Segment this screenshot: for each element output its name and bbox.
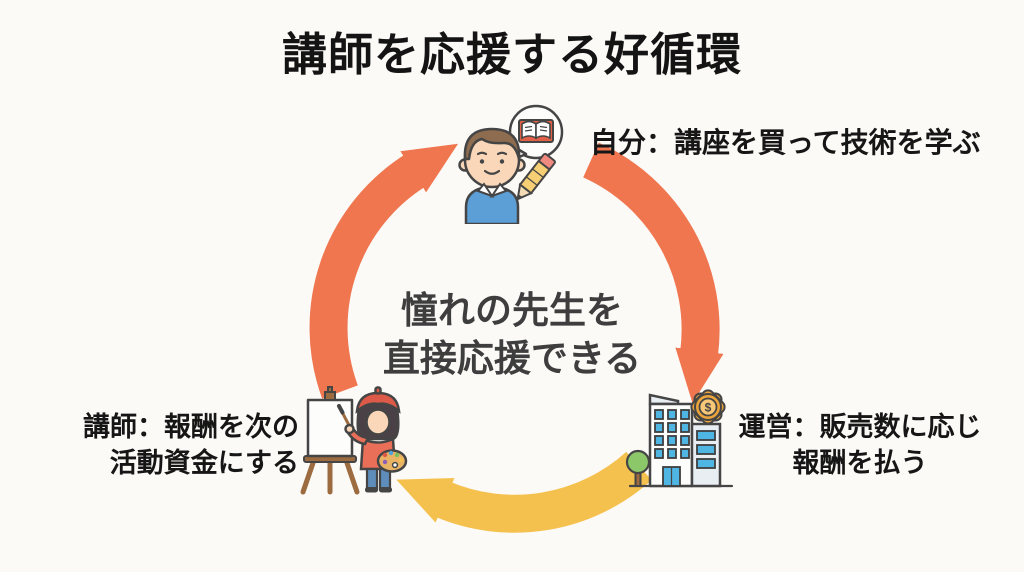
label-operator: 運営：販売数に応じ 報酬を払う <box>722 409 998 481</box>
label-instructor-line2: 活動資金にする <box>109 448 299 478</box>
label-operator-line1: 運営：販売数に応じ <box>738 412 982 442</box>
painter-at-easel-icon <box>296 386 410 501</box>
center-message-line2: 直接応援できる <box>382 338 642 379</box>
arrow-instructor-to-self <box>309 143 459 399</box>
center-message: 憧れの先生を 直接応援できる <box>310 287 714 383</box>
label-instructor-line1: 講師：報酬を次の <box>83 412 299 442</box>
svg-text:$: $ <box>705 401 712 415</box>
label-operator-line2: 報酬を払う <box>792 448 928 478</box>
arrow-operator-to-instructor <box>396 451 652 533</box>
arrow-self-to-operator <box>582 142 724 404</box>
label-instructor: 講師：報酬を次の 活動資金にする <box>55 409 299 481</box>
student-with-speech-bubble-book-and-pencil-icon <box>452 102 578 229</box>
page-title: 講師を応援する好循環 <box>281 29 742 80</box>
office-building-with-dollar-gear-icon: $ <box>624 388 738 503</box>
label-self: 自分：講座を買って技術を学ぶ <box>590 127 981 158</box>
center-message-line1: 憧れの先生を <box>401 290 623 331</box>
